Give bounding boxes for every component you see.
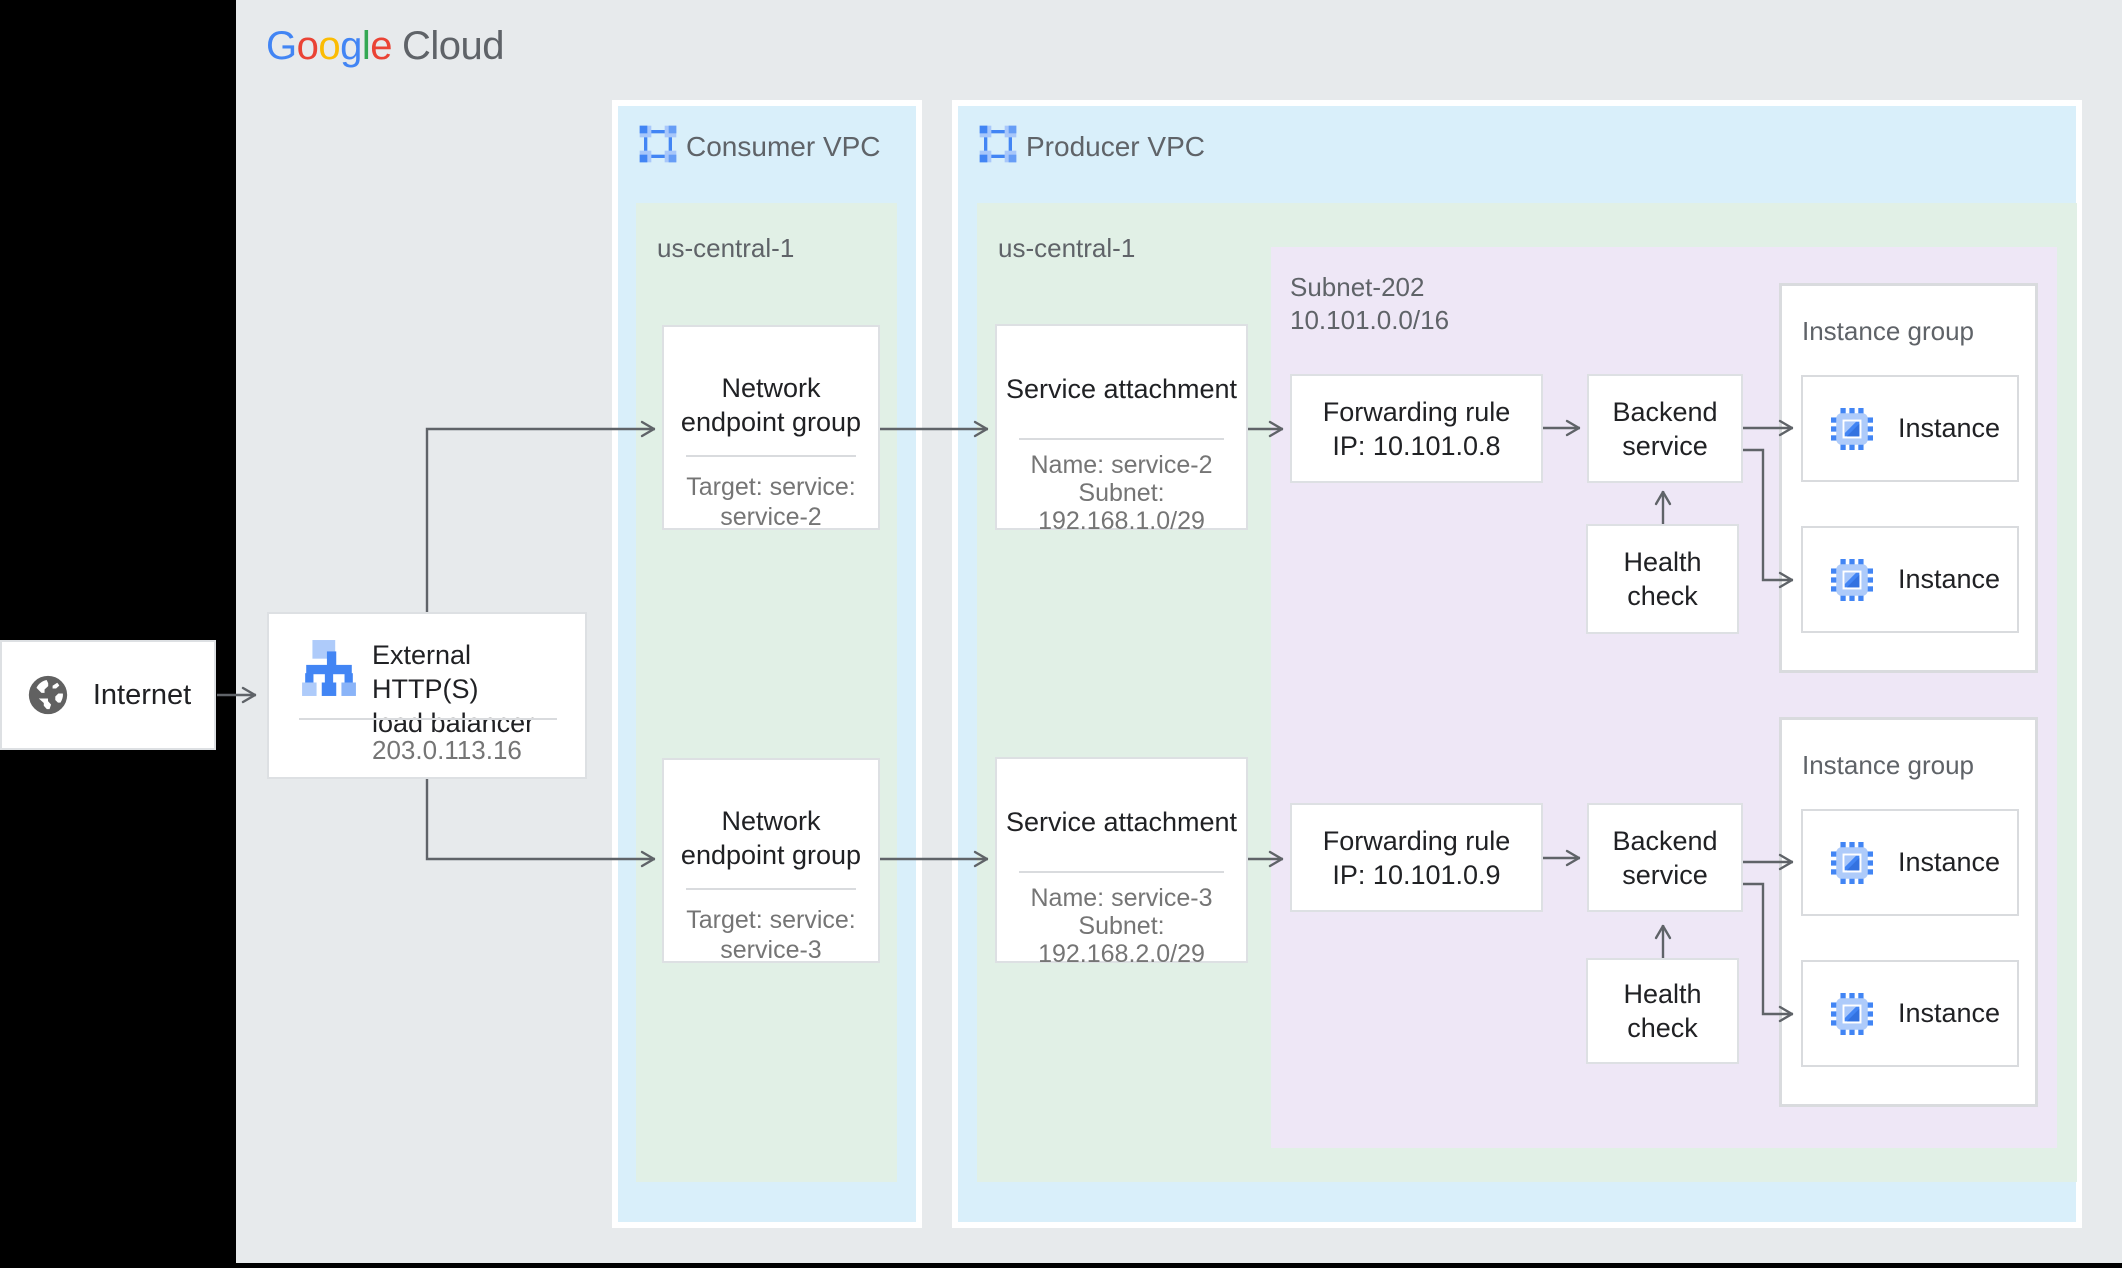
- internet-label: Internet: [92, 678, 192, 711]
- load-balancer-ip: 203.0.113.16: [372, 735, 522, 765]
- divider: [686, 455, 856, 457]
- producer-vpc-label: Producer VPC: [1026, 131, 1205, 162]
- service-attachment-detail-line: Subnet:: [1078, 479, 1165, 507]
- consumer-vpc-label: Consumer VPC: [686, 131, 881, 162]
- network-endpoint-group-2-node: Network endpoint group Target: service: …: [662, 758, 880, 964]
- backend-service-line: Backend: [1612, 396, 1718, 427]
- instance-group-1-container: Instance group Instance: [1779, 283, 2038, 673]
- forwarding-rule-line: IP: 10.101.0.9: [1332, 859, 1501, 890]
- subnet-name: Subnet-202: [1290, 272, 1425, 302]
- compute-instance-icon: [1831, 841, 1873, 884]
- subnet-cidr: 10.101.0.0/16: [1290, 305, 1450, 335]
- neg-target-line: service-2: [720, 503, 822, 531]
- logo-letter: G: [266, 24, 297, 68]
- health-check-2-node: Health check: [1586, 958, 1739, 1064]
- logo-letter: l: [361, 24, 371, 68]
- service-attachment-1-node: Service attachment Name: service-2 Subne…: [995, 324, 1248, 535]
- instance-label: Instance: [1898, 998, 2001, 1028]
- compute-instance-icon: [1831, 407, 1873, 450]
- health-check-line: Health: [1623, 547, 1702, 577]
- instance-node: Instance: [1801, 960, 2019, 1067]
- instance-label: Instance: [1898, 413, 2001, 443]
- backend-service-line: service: [1622, 859, 1708, 890]
- internet-node: Internet: [0, 640, 216, 750]
- service-attachment-detail-line: Name: service-2: [1030, 451, 1213, 479]
- instance-group-label: Instance group: [1802, 316, 1975, 346]
- service-attachment-2-node: Service attachment Name: service-3 Subne…: [995, 757, 1248, 968]
- service-attachment-detail-line: 192.168.2.0/29: [1038, 940, 1205, 968]
- neg-title-line: endpoint group: [680, 840, 862, 870]
- service-attachment-title: Service attachment: [1005, 807, 1238, 837]
- backend-service-1-node: Backend service: [1587, 374, 1743, 483]
- instance-label: Instance: [1898, 564, 2001, 594]
- instance-node: Instance: [1801, 375, 2019, 482]
- backend-service-2-node: Backend service: [1587, 803, 1743, 912]
- service-attachment-detail-line: Name: service-3: [1030, 884, 1213, 912]
- neg-title-line: Network: [721, 806, 821, 836]
- load-balancer-icon: [302, 640, 356, 696]
- forwarding-rule-2-node: Forwarding rule IP: 10.101.0.9: [1290, 803, 1543, 912]
- logo-letter: e: [370, 24, 393, 68]
- neg-target-line: service-3: [720, 936, 822, 964]
- instance-group-label: Instance group: [1802, 750, 1975, 780]
- instance-node: Instance: [1801, 526, 2019, 633]
- service-attachment-title: Service attachment: [1005, 374, 1238, 404]
- divider: [686, 888, 856, 890]
- neg-target-line: Target: service:: [686, 906, 856, 934]
- service-attachment-detail-line: 192.168.1.0/29: [1038, 507, 1205, 535]
- backend-service-line: Backend: [1612, 825, 1718, 856]
- neg-title-line: Network: [721, 373, 821, 403]
- compute-instance-icon: [1831, 992, 1873, 1035]
- health-check-1-node: Health check: [1586, 524, 1739, 634]
- region-label: us-central-1: [657, 233, 795, 263]
- region-label: us-central-1: [998, 233, 1136, 263]
- load-balancer-title-line: load balancer: [372, 708, 535, 738]
- forwarding-rule-line: Forwarding rule: [1322, 396, 1511, 427]
- neg-target-line: Target: service:: [686, 473, 856, 501]
- globe-icon: [28, 675, 67, 715]
- neg-title-line: endpoint group: [680, 407, 862, 437]
- network-endpoint-group-1-node: Network endpoint group Target: service: …: [662, 325, 880, 531]
- divider: [1019, 438, 1224, 440]
- forwarding-rule-1-node: Forwarding rule IP: 10.101.0.8: [1290, 374, 1543, 483]
- forwarding-rule-line: IP: 10.101.0.8: [1332, 430, 1501, 461]
- load-balancer-node: External HTTP(S) load balancer 203.0.113…: [267, 612, 587, 779]
- vpc-icon: [639, 125, 677, 163]
- logo-letter: g: [340, 24, 362, 68]
- divider: [1019, 871, 1224, 873]
- instance-group-2-container: Instance group Instance: [1779, 717, 2038, 1107]
- forwarding-rule-line: Forwarding rule: [1322, 825, 1511, 856]
- service-attachment-detail-line: Subnet:: [1078, 912, 1165, 940]
- health-check-line: Health: [1623, 979, 1702, 1009]
- load-balancer-title-line: External HTTP(S): [372, 640, 479, 704]
- compute-instance-icon: [1831, 558, 1873, 601]
- vpc-icon: [979, 125, 1017, 163]
- health-check-line: check: [1627, 1013, 1698, 1043]
- divider: [299, 718, 557, 720]
- backend-service-line: service: [1622, 430, 1708, 461]
- logo-letter: o: [318, 24, 341, 68]
- logo-letter: o: [296, 24, 319, 68]
- health-check-line: check: [1627, 581, 1698, 611]
- instance-label: Instance: [1898, 847, 2001, 877]
- instance-node: Instance: [1801, 809, 2019, 916]
- logo-cloud-text: Cloud: [402, 24, 505, 68]
